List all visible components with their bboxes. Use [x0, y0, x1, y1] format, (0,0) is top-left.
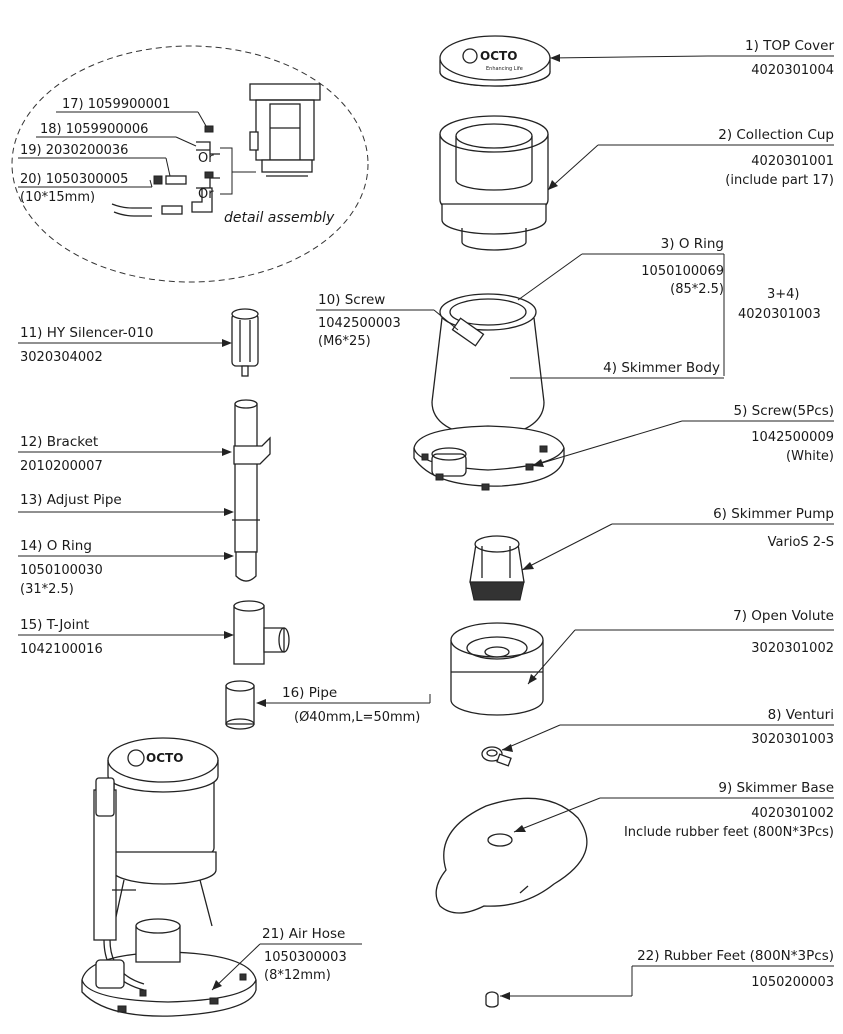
- silencer-illustration: [231, 308, 259, 377]
- detail-assembly: detail assembly 17) 1059900001 18) 10599…: [11, 45, 369, 283]
- logo-tagline: Enhancing Life: [486, 66, 523, 72]
- label-p7: 7) Open Volute 3020301002: [527, 608, 834, 685]
- t-joint-illustration: [233, 600, 290, 665]
- part-code: VarioS 2-S: [768, 535, 834, 550]
- label-p1: 1) TOP Cover 4020301004: [549, 38, 834, 78]
- rubber-feet-illustration: [485, 991, 499, 1008]
- label-p10: 10) Screw 1042500003 (M6*25): [316, 292, 459, 349]
- detail-glyph-a: Or: [198, 151, 214, 166]
- label-p5: 5) Screw(5Pcs) 1042500009 (White): [531, 403, 834, 467]
- part-code: 1042100016: [20, 642, 103, 657]
- part-code: (Ø40mm,L=50mm): [294, 710, 420, 725]
- part-code: 1050100030: [20, 563, 103, 578]
- top-cover-illustration: OCTO Enhancing Life: [439, 35, 551, 87]
- skimmer-body-illustration: [413, 293, 565, 491]
- label-p8: 8) Venturi 3020301003: [501, 707, 834, 752]
- part-note: (White): [786, 449, 834, 464]
- part-name: 9) Skimmer Base: [718, 780, 834, 796]
- logo-text: OCTO: [480, 49, 517, 63]
- part-name: 8) Venturi: [768, 707, 834, 723]
- part-name: 12) Bracket: [20, 434, 98, 450]
- part-note: (85*2.5): [670, 282, 724, 297]
- detail-fittings: [111, 125, 256, 217]
- part-note: (include part 17): [725, 173, 834, 188]
- label-p6: 6) Skimmer Pump VarioS 2-S: [521, 506, 834, 571]
- label-p12: 12) Bracket 2010200007: [18, 434, 232, 474]
- part-code: 1042500003: [318, 316, 401, 331]
- part-code: 1050300003: [264, 950, 347, 965]
- part-name: 16) Pipe: [282, 685, 337, 701]
- open-volute-illustration: [450, 622, 544, 716]
- part-code: 1050100069: [641, 264, 724, 279]
- part-note: (M6*25): [318, 334, 371, 349]
- part-name: 3) O Ring: [661, 236, 724, 252]
- detail-caption: detail assembly: [224, 210, 335, 226]
- part-name: 1) TOP Cover: [745, 38, 834, 54]
- label-p4: 4) Skimmer Body: [510, 360, 724, 379]
- part-name: 13) Adjust Pipe: [20, 492, 122, 508]
- detail-item-18-label: 18) 1059900006: [40, 122, 148, 137]
- part-code: 3020301003: [751, 732, 834, 747]
- part-code: 3020301002: [751, 641, 834, 656]
- label-p21: 21) Air Hose 1050300003 (8*12mm): [211, 926, 362, 991]
- detail-item-19-label: 19) 2030200036: [20, 143, 128, 158]
- label-group-3-4: 3+4) 4020301003: [723, 254, 821, 376]
- assembled-logo-text: OCTO: [146, 751, 183, 765]
- collection-cup-illustration: [439, 115, 549, 251]
- part-name: 4) Skimmer Body: [603, 360, 720, 376]
- label-p16: 16) Pipe (Ø40mm,L=50mm): [256, 685, 431, 725]
- label-p11: 11) HY Silencer-010 3020304002: [18, 325, 232, 365]
- detail-ellipse: [11, 45, 369, 283]
- part-code: 4020301001: [751, 154, 834, 169]
- part-name: 15) T-Joint: [20, 617, 89, 633]
- part-name: 22) Rubber Feet (800N*3Pcs): [637, 948, 834, 964]
- skimmer-pump-illustration: [469, 535, 525, 601]
- detail-item-20-label: 20) 1050300005: [20, 172, 128, 187]
- part-code: 3020304002: [20, 350, 103, 365]
- pipe-illustration: [225, 680, 255, 730]
- label-p2: 2) Collection Cup 4020301001 (include pa…: [547, 127, 834, 191]
- detail-item-20-note: (10*15mm): [20, 190, 95, 205]
- part-note: Include rubber feet (800N*3Pcs): [624, 825, 834, 840]
- part-name: 7) Open Volute: [733, 608, 834, 624]
- part-code: 4020301004: [751, 63, 834, 78]
- label-p14: 14) O Ring 1050100030 (31*2.5): [18, 538, 234, 597]
- screw-illustration: [451, 317, 485, 347]
- group-line1: 3+4): [767, 287, 800, 302]
- assembled-skimmer-illustration: OCTO: [81, 737, 257, 1017]
- part-note: (8*12mm): [264, 968, 331, 983]
- label-p13: 13) Adjust Pipe: [18, 492, 234, 516]
- part-name: 5) Screw(5Pcs): [734, 403, 834, 419]
- group-line2: 4020301003: [738, 307, 821, 322]
- label-p15: 15) T-Joint 1042100016: [18, 617, 234, 657]
- mini-skimmer-illustration: [249, 83, 321, 177]
- detail-item-17-label: 17) 1059900001: [62, 97, 170, 112]
- part-code: 1042500009: [751, 430, 834, 445]
- part-note: (31*2.5): [20, 582, 74, 597]
- part-code: 2010200007: [20, 459, 103, 474]
- label-p9: 9) Skimmer Base 4020301002 Include rubbe…: [513, 780, 834, 840]
- part-name: 2) Collection Cup: [718, 127, 834, 143]
- venturi-illustration: [481, 746, 512, 767]
- part-name: 6) Skimmer Pump: [713, 506, 834, 522]
- part-name: 11) HY Silencer-010: [20, 325, 153, 341]
- part-name: 21) Air Hose: [262, 926, 345, 942]
- label-p3: 3) O Ring 1050100069 (85*2.5): [517, 236, 724, 301]
- part-name: 10) Screw: [318, 292, 385, 308]
- part-code: 4020301002: [751, 806, 834, 821]
- adjust-pipe-illustration: [232, 399, 271, 582]
- part-code: 1050200003: [751, 975, 834, 990]
- label-p22: 22) Rubber Feet (800N*3Pcs) 1050200003: [500, 948, 834, 1000]
- skimmer-base-illustration: [435, 797, 588, 914]
- detail-glyph-b: Or: [198, 187, 214, 202]
- part-name: 14) O Ring: [20, 538, 92, 554]
